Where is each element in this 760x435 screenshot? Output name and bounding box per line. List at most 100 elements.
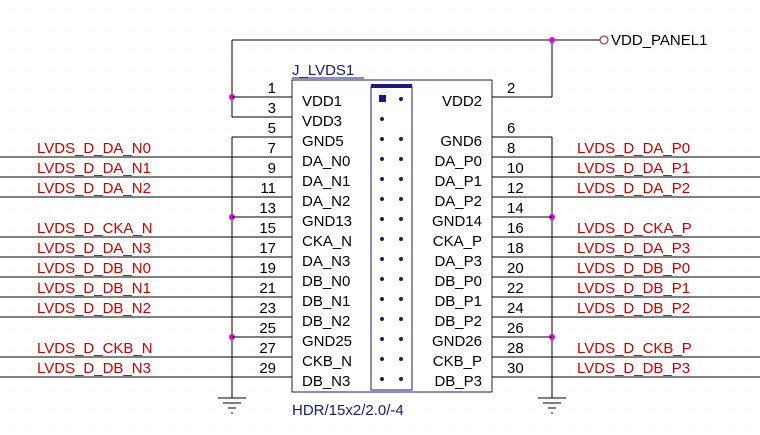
pin-number-19: 19 (259, 260, 276, 277)
pin-name-da_n3: DA_N3 (302, 253, 350, 270)
net-label-lvds_d_db_n3: LVDS_D_DB_N3 (37, 360, 151, 377)
pin-number-17: 17 (259, 240, 276, 257)
net-label-lvds_d_db_p2: LVDS_D_DB_P2 (577, 300, 690, 317)
pin-number-3: 3 (268, 100, 276, 117)
pin-number-21: 21 (259, 280, 276, 297)
net-label-lvds_d_ckb_p: LVDS_D_CKB_P (577, 340, 692, 357)
pin-name-vdd1: VDD1 (302, 93, 342, 110)
pin-name-vdd2: VDD2 (442, 93, 482, 110)
pin-number-29: 29 (259, 360, 276, 377)
pin-name-da_p3: DA_P3 (434, 253, 482, 270)
pin-name-ckb_p: CKB_P (433, 353, 482, 370)
pin-number-25: 25 (259, 320, 276, 337)
pin-name-db_p3: DB_P3 (434, 373, 482, 390)
pin-name-da_n0: DA_N0 (302, 153, 350, 170)
header-pad (399, 197, 403, 201)
power-port-symbol[interactable] (599, 35, 609, 45)
header-pad (380, 377, 384, 381)
header-pad (399, 157, 403, 161)
pin-name-da_p2: DA_P2 (434, 193, 482, 210)
pin-number-8: 8 (507, 140, 515, 157)
header-pad (399, 257, 403, 261)
header-pad (380, 297, 384, 301)
header-pad (380, 257, 384, 261)
connector-body[interactable] (291, 79, 493, 393)
header-pad (380, 137, 384, 141)
pin-number-2: 2 (507, 80, 515, 97)
junction-dot (549, 37, 555, 43)
pin-number-24: 24 (507, 300, 524, 317)
pin-number-6: 6 (507, 120, 515, 137)
header-pad (380, 317, 384, 321)
ground-symbol-left (218, 397, 246, 414)
component-footprint: HDR/15x2/2.0/-4 (292, 402, 404, 419)
pin-number-5: 5 (268, 120, 276, 137)
pin-name-db_n0: DB_N0 (302, 273, 350, 290)
pin-name-gnd6: GND6 (440, 133, 482, 150)
pin-number-1: 1 (268, 80, 276, 97)
pin-number-26: 26 (507, 320, 524, 337)
pin-name-db_p1: DB_P1 (434, 293, 482, 310)
pin-number-20: 20 (507, 260, 524, 277)
header-pad (380, 357, 384, 361)
header-pad (399, 357, 403, 361)
header-pad (380, 337, 384, 341)
component-ref: J_LVDS1 (292, 62, 354, 79)
pin-number-14: 14 (507, 200, 524, 217)
header-pad (399, 237, 403, 241)
net-label-lvds_d_da_p2: LVDS_D_DA_P2 (577, 180, 690, 197)
header-pad (380, 277, 384, 281)
pin-number-7: 7 (268, 140, 276, 157)
header-pad (399, 297, 403, 301)
pin-number-22: 22 (507, 280, 524, 297)
header-pad (380, 177, 384, 181)
header-pad (399, 177, 403, 181)
pin-number-13: 13 (259, 200, 276, 217)
pin-number-30: 30 (507, 360, 524, 377)
pin-name-db_n3: DB_N3 (302, 373, 350, 390)
pin-number-27: 27 (259, 340, 276, 357)
net-label-lvds_d_db_n1: LVDS_D_DB_N1 (37, 280, 151, 297)
header-pad (380, 197, 384, 201)
header-pad (380, 157, 384, 161)
pin-number-9: 9 (268, 160, 276, 177)
net-label-lvds_d_cka_p: LVDS_D_CKA_P (577, 220, 692, 237)
net-label-lvds_d_db_p1: LVDS_D_DB_P1 (577, 280, 690, 297)
header-top-bar (371, 84, 412, 88)
net-label-lvds_d_cka_n: LVDS_D_CKA_N (37, 220, 153, 237)
net-label-lvds_d_da_n0: LVDS_D_DA_N0 (37, 140, 151, 157)
net-label-lvds_d_da_p3: LVDS_D_DA_P3 (577, 240, 690, 257)
pin-name-db_n2: DB_N2 (302, 313, 350, 330)
pin-name-da_n1: DA_N1 (302, 173, 350, 190)
power-port-label: VDD_PANEL1 (611, 32, 707, 49)
header-pad (380, 117, 384, 121)
net-label-lvds_d_da_p1: LVDS_D_DA_P1 (577, 160, 690, 177)
header-pad (380, 217, 384, 221)
header-pad (399, 277, 403, 281)
pin-name-da_n2: DA_N2 (302, 193, 350, 210)
net-label-lvds_d_db_n2: LVDS_D_DB_N2 (37, 300, 151, 317)
pin-number-15: 15 (259, 220, 276, 237)
pin-number-28: 28 (507, 340, 524, 357)
pin-number-12: 12 (507, 180, 524, 197)
header-pad (399, 217, 403, 221)
net-label-lvds_d_db_p3: LVDS_D_DB_P3 (577, 360, 690, 377)
pin-name-cka_p: CKA_P (433, 233, 482, 250)
pin-number-18: 18 (507, 240, 524, 257)
header-pad (399, 97, 403, 101)
pin-name-gnd14: GND14 (432, 213, 482, 230)
pin-name-gnd13: GND13 (302, 213, 352, 230)
pin-name-db_p0: DB_P0 (434, 273, 482, 290)
net-label-lvds_d_da_n3: LVDS_D_DA_N3 (37, 240, 151, 257)
pin-number-10: 10 (507, 160, 524, 177)
pin-name-db_p2: DB_P2 (434, 313, 482, 330)
pin-name-da_p0: DA_P0 (434, 153, 482, 170)
net-label-lvds_d_da_p0: LVDS_D_DA_P0 (577, 140, 690, 157)
net-label-lvds_d_db_p0: LVDS_D_DB_P0 (577, 260, 690, 277)
pin-number-23: 23 (259, 300, 276, 317)
pin-name-da_p1: DA_P1 (434, 173, 482, 190)
pin-name-cka_n: CKA_N (302, 233, 352, 250)
header-pad (399, 137, 403, 141)
